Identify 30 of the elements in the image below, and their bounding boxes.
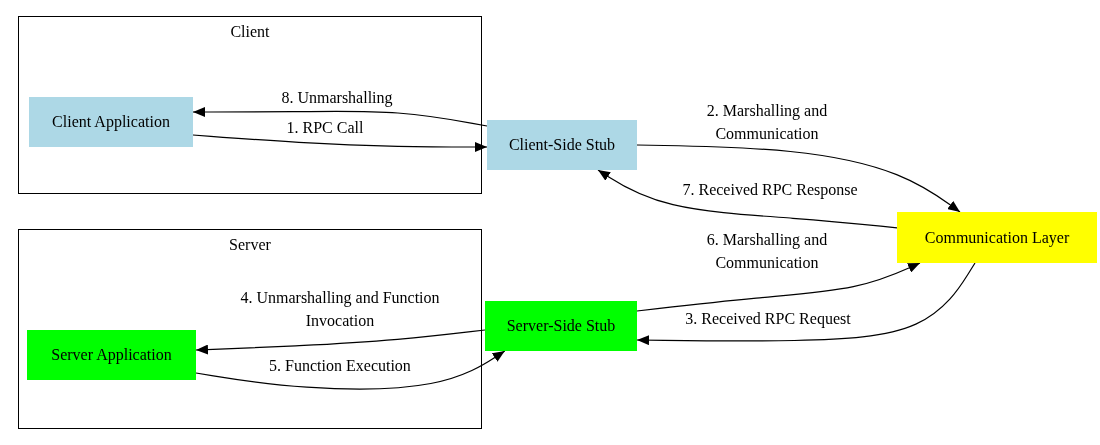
process-box xyxy=(485,301,637,351)
group-frame xyxy=(18,16,482,194)
node-label: Server Application xyxy=(51,346,172,364)
arrow xyxy=(195,329,486,355)
arrow xyxy=(636,144,961,213)
edge-label: 4. Unmarshalling and Function Invocation xyxy=(239,288,441,331)
process-box xyxy=(487,120,637,170)
arrow xyxy=(195,350,506,390)
edge-label: 1. RPC Call xyxy=(285,118,365,138)
group-title: Client xyxy=(230,23,270,41)
node-label: Client Application xyxy=(52,113,170,131)
edge-label: 6. Marshalling and Communication xyxy=(705,230,829,273)
process-box xyxy=(27,330,196,380)
process-box xyxy=(29,97,193,147)
arrow xyxy=(192,107,488,127)
edge-label: 5. Function Execution xyxy=(268,356,412,376)
edge-label: 3. Received RPC Request xyxy=(684,309,852,330)
node-label: Client-Side Stub xyxy=(508,136,616,154)
arrow xyxy=(192,134,488,152)
node-label: Server-Side Stub xyxy=(506,317,616,335)
edge-label: 7. Received RPC Response xyxy=(681,180,859,201)
group-frame xyxy=(18,229,482,429)
edge-label: 2. Marshalling and Communication xyxy=(705,101,829,144)
edge-label: 8. Unmarshalling xyxy=(280,88,394,109)
arrow xyxy=(636,262,921,312)
group-title: Server xyxy=(229,236,271,254)
arrow xyxy=(636,262,976,346)
arrow xyxy=(597,169,898,229)
node-label: Communication Layer xyxy=(924,228,1070,247)
process-box xyxy=(897,212,1097,263)
